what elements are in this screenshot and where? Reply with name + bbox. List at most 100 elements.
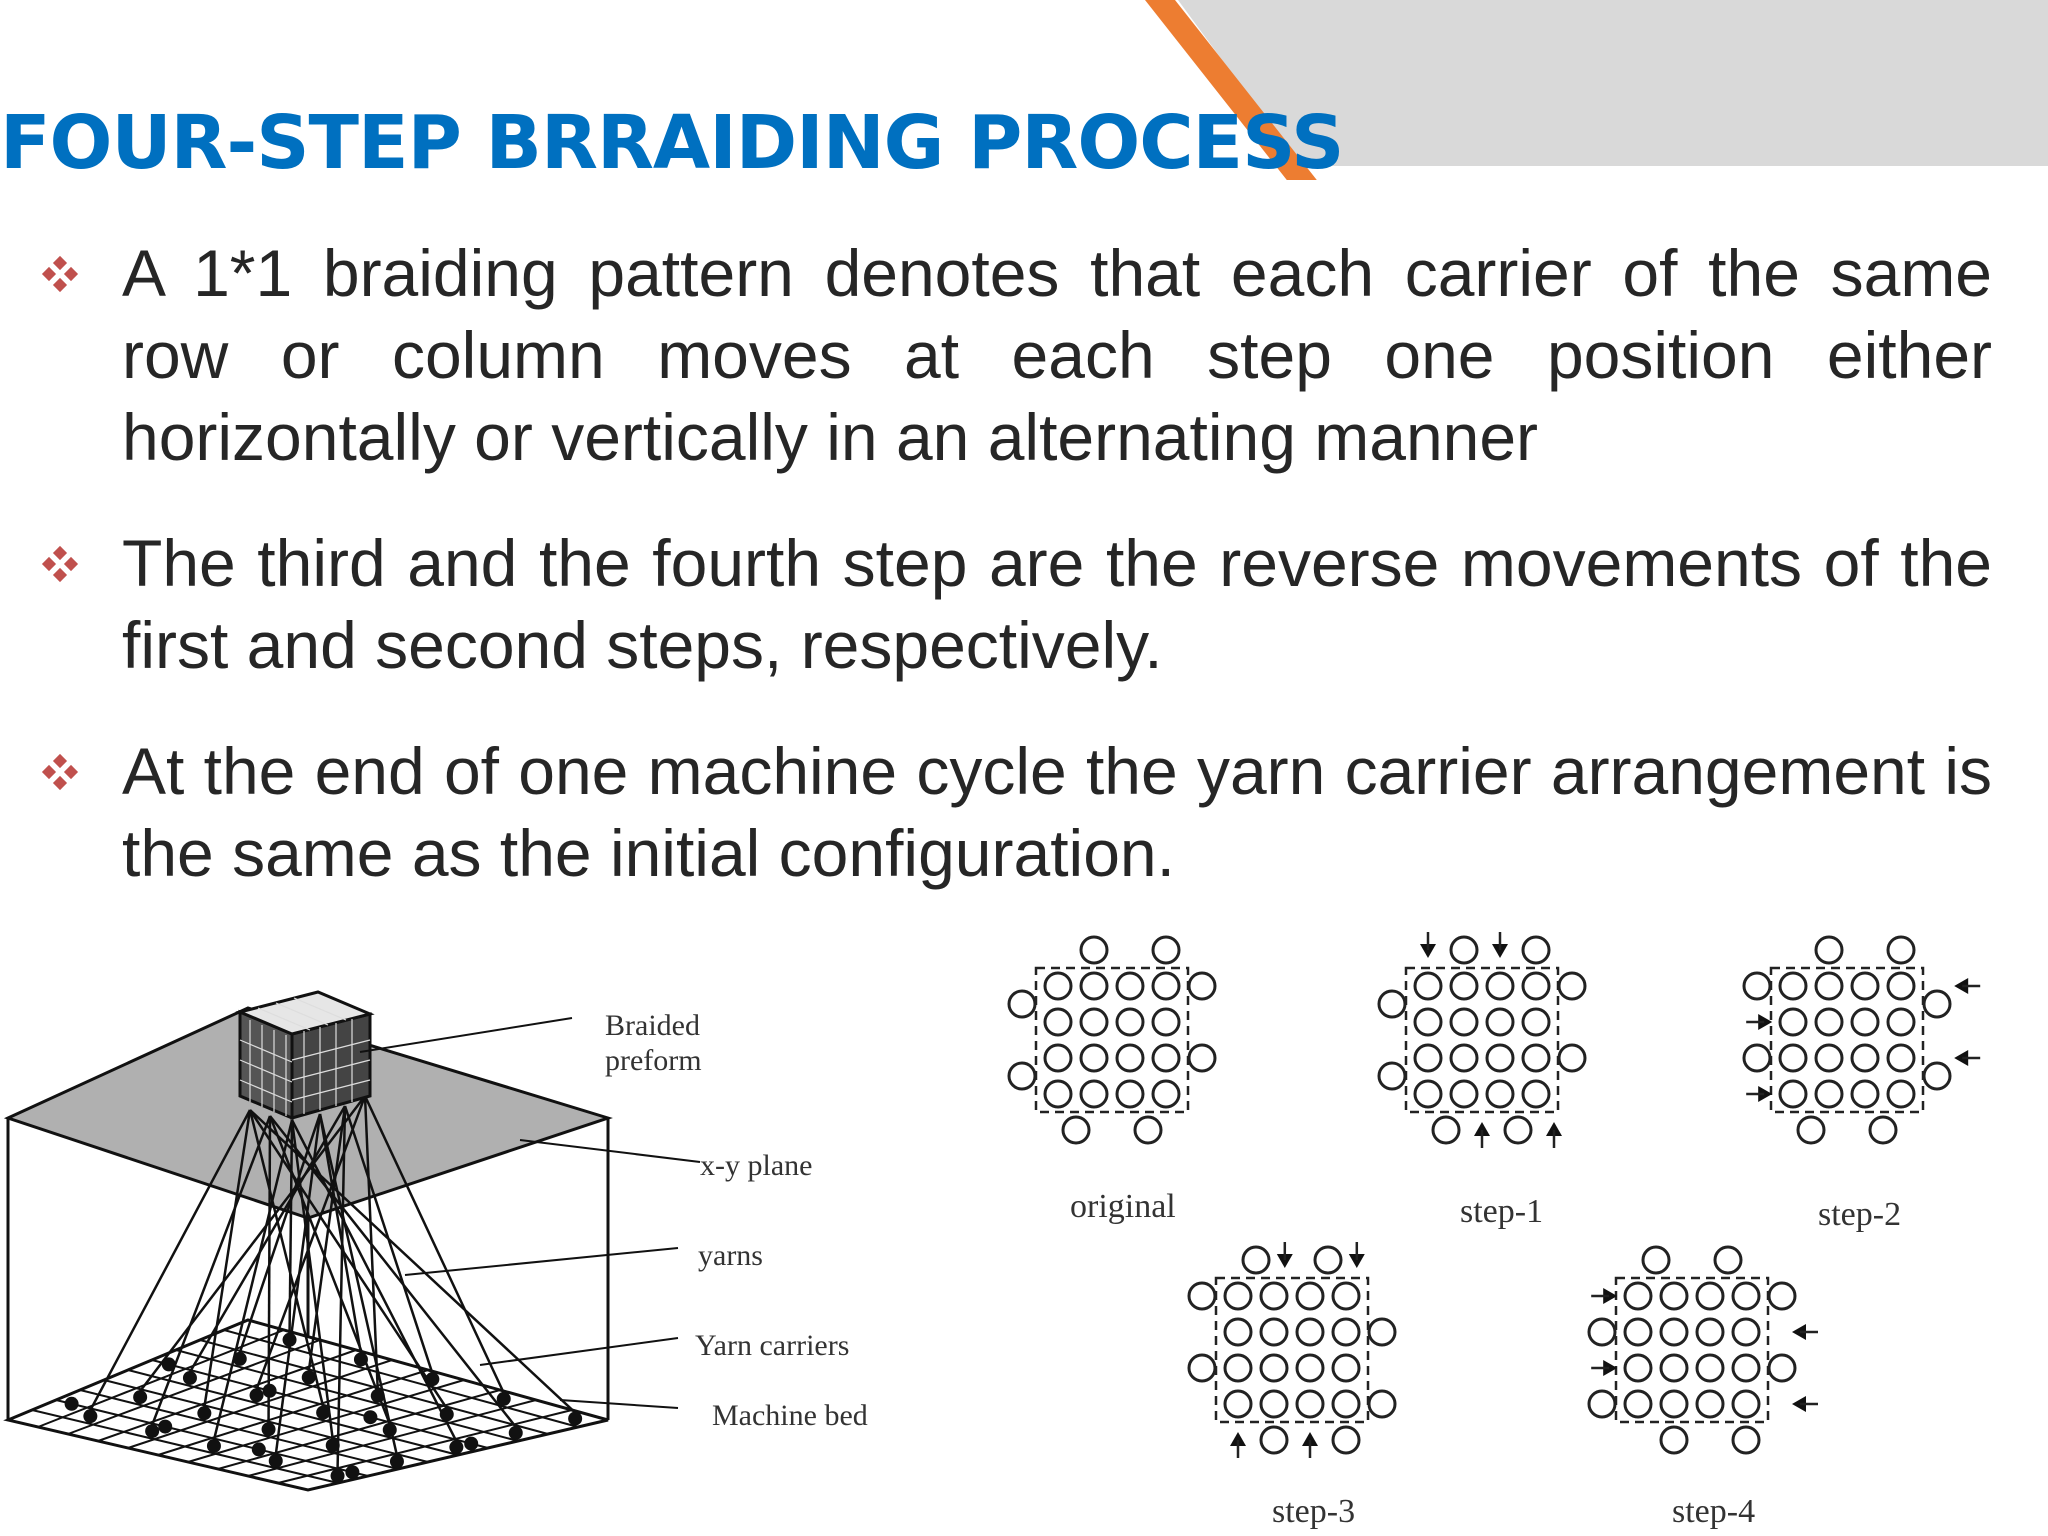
bed-grid-line [157,1369,429,1456]
yarn-carrier [262,1383,277,1398]
carrier-circle [1850,1079,1880,1109]
move-arrow-icon [1492,944,1508,958]
carrier-circle [1485,971,1515,1001]
yarn-carrier [382,1422,397,1437]
yarn-carrier [133,1390,148,1405]
config-boundary [1614,1276,1770,1424]
yarn-lines [89,1095,577,1470]
yarn [89,1109,252,1411]
carrier-circle [1115,1079,1145,1109]
carrier-circle [1695,1281,1725,1311]
carrier-circle [1796,1115,1826,1145]
bed-grid-line [151,1359,489,1449]
carrier-configurations [1007,932,1981,1458]
yarn [268,1115,391,1425]
carrier-circle [1623,1281,1653,1311]
bed-grid-line [223,1329,579,1428]
carrier-circle [1187,1043,1217,1073]
yarn-carrier [496,1391,511,1406]
carrier-circle [1223,1317,1253,1347]
move-arrow-icon [1954,978,1969,994]
machine-bed-grid [31,1329,579,1484]
carrier-configuration [1742,935,1981,1145]
carrier-circle [1223,1281,1253,1311]
carrier-circle [1377,989,1407,1019]
carrier-circle [1413,1079,1443,1109]
slide-title: FOUR-STEP BRRAIDING PROCESS [0,100,1344,186]
carrier-circle [1778,1007,1808,1037]
carrier-circle [1187,1353,1217,1383]
carrier-circle [1413,1007,1443,1037]
move-arrow-icon [1474,1122,1490,1136]
yarn-carrier [439,1407,454,1422]
move-arrow-icon [1348,1254,1365,1268]
carrier-circle [1377,1061,1407,1091]
carrier-circle [1868,1115,1898,1145]
carrier-circle [1886,935,1916,965]
carrier-circle [1850,971,1880,1001]
yarn [336,1105,347,1470]
yarn [307,1105,347,1372]
carrier-circle [1731,1317,1761,1347]
yarn-carrier [268,1453,283,1468]
move-arrow-icon [1758,1014,1773,1030]
yarn-carrier [353,1352,368,1367]
yarn-carrier [64,1396,79,1411]
carrier-circle [1587,1317,1617,1347]
carrier-circle [1259,1389,1289,1419]
yarn [203,1109,252,1408]
yarn-carrier [158,1419,173,1434]
move-arrow-icon [1230,1432,1246,1446]
yarn [255,1095,367,1390]
carrier-circle [1061,1115,1091,1145]
carrier-circle [1695,1317,1725,1347]
label-braided: Braided [605,1009,700,1042]
carrier-circle [1695,1353,1725,1383]
yarn-carrier [389,1454,404,1469]
carrier-circle [1521,1043,1551,1073]
carrier-circle [1767,1281,1797,1311]
carrier-circle [1485,1079,1515,1109]
carrier-circle [1241,1245,1271,1275]
carrier-circle [1295,1389,1325,1419]
carrier-circle [1521,1079,1551,1109]
move-arrow-icon [1758,1086,1773,1102]
yarn-carrier [206,1438,221,1453]
carrier-circle [1151,1043,1181,1073]
carrier-circle [1295,1317,1325,1347]
yarn-carrier [182,1370,197,1385]
caption-step-2: step-2 [1818,1196,1901,1233]
move-arrow-icon [1302,1432,1318,1446]
carrier-circle [1331,1317,1361,1347]
move-arrow-icon [1792,1324,1806,1340]
label-yarn-carriers: Yarn carriers [695,1329,849,1362]
carrier-circle [1079,935,1109,965]
carrier-circle [1007,1061,1037,1091]
yarn-carrier [261,1422,276,1437]
carrier-circle [1713,1245,1743,1275]
yarn [212,1119,294,1441]
move-arrow-icon [1276,1254,1293,1268]
config-boundary [1769,966,1925,1114]
carrier-circle [1367,1317,1397,1347]
carrier-circle [1367,1389,1397,1419]
carrier-circle [1814,1079,1844,1109]
yarn-carrier [145,1424,160,1439]
carrier-circle [1850,1043,1880,1073]
carrier-circle [1778,971,1808,1001]
carrier-circle [1731,1353,1761,1383]
bed-grid-line [277,1409,573,1484]
carrier-circle [1151,1007,1181,1037]
carrier-circle [1521,971,1551,1001]
braided-preform [235,990,375,1121]
yarn [363,1095,505,1394]
carrier-circle [1623,1317,1653,1347]
yarn-carriers [64,1332,583,1483]
carrier-circle [1007,989,1037,1019]
carrier-circle [1331,1389,1361,1419]
yarn-carrier [251,1442,266,1457]
carrier-circle [1223,1389,1253,1419]
carrier-circle [1814,1043,1844,1073]
diamond-bullet-icon [41,753,79,791]
bullet-item: At the end of one machine cycle the yarn… [40,730,1992,894]
